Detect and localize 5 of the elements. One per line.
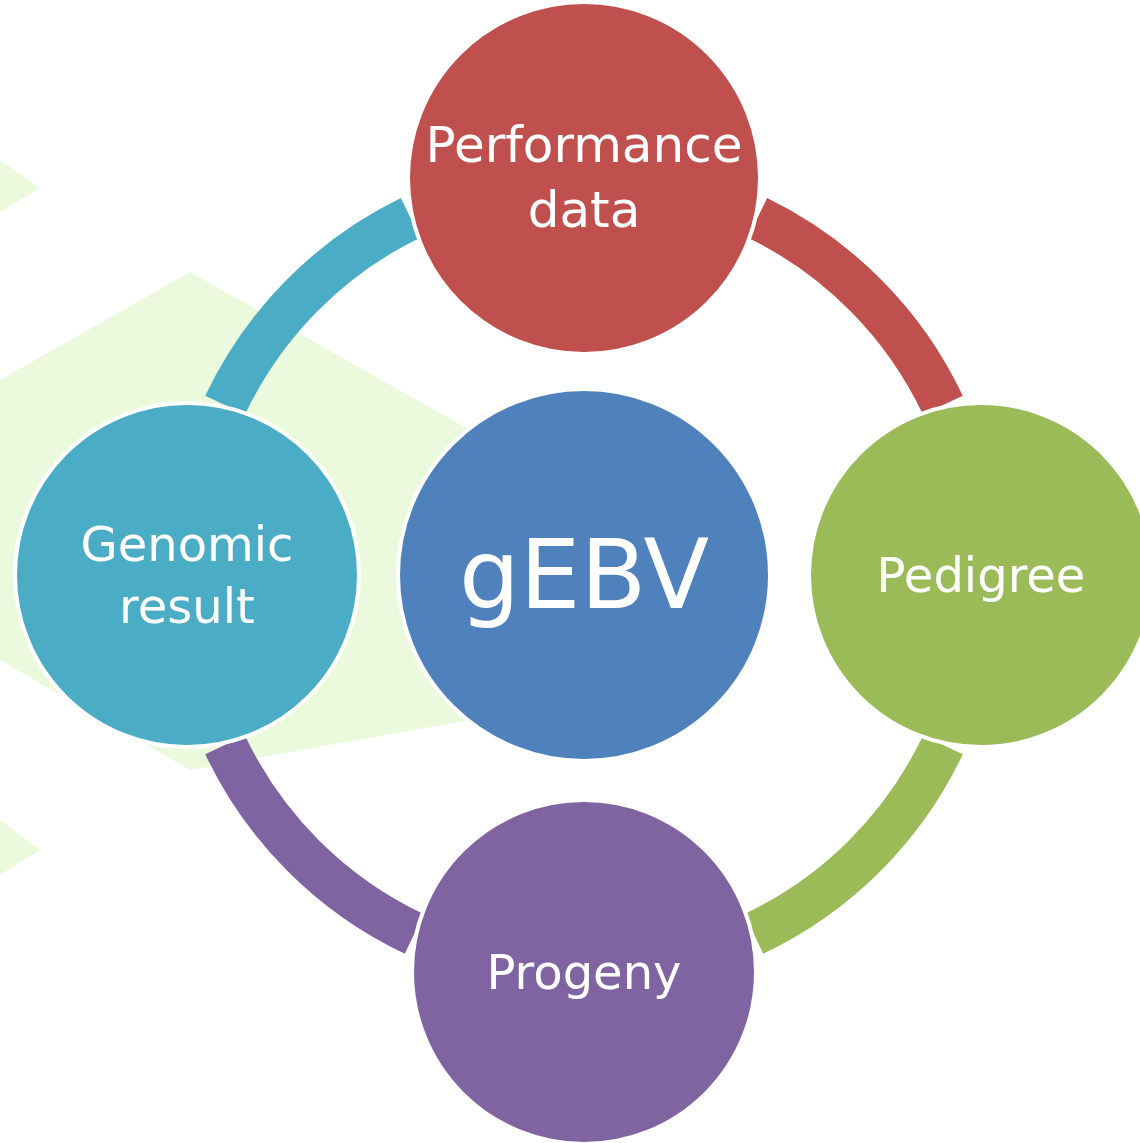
node-label: Pedigree bbox=[875, 545, 1087, 605]
node-label: Performance data bbox=[424, 115, 744, 241]
node-label: Genomic result bbox=[79, 514, 295, 636]
node-label: gEBV bbox=[457, 517, 711, 633]
node-label: Progeny bbox=[485, 942, 683, 1002]
